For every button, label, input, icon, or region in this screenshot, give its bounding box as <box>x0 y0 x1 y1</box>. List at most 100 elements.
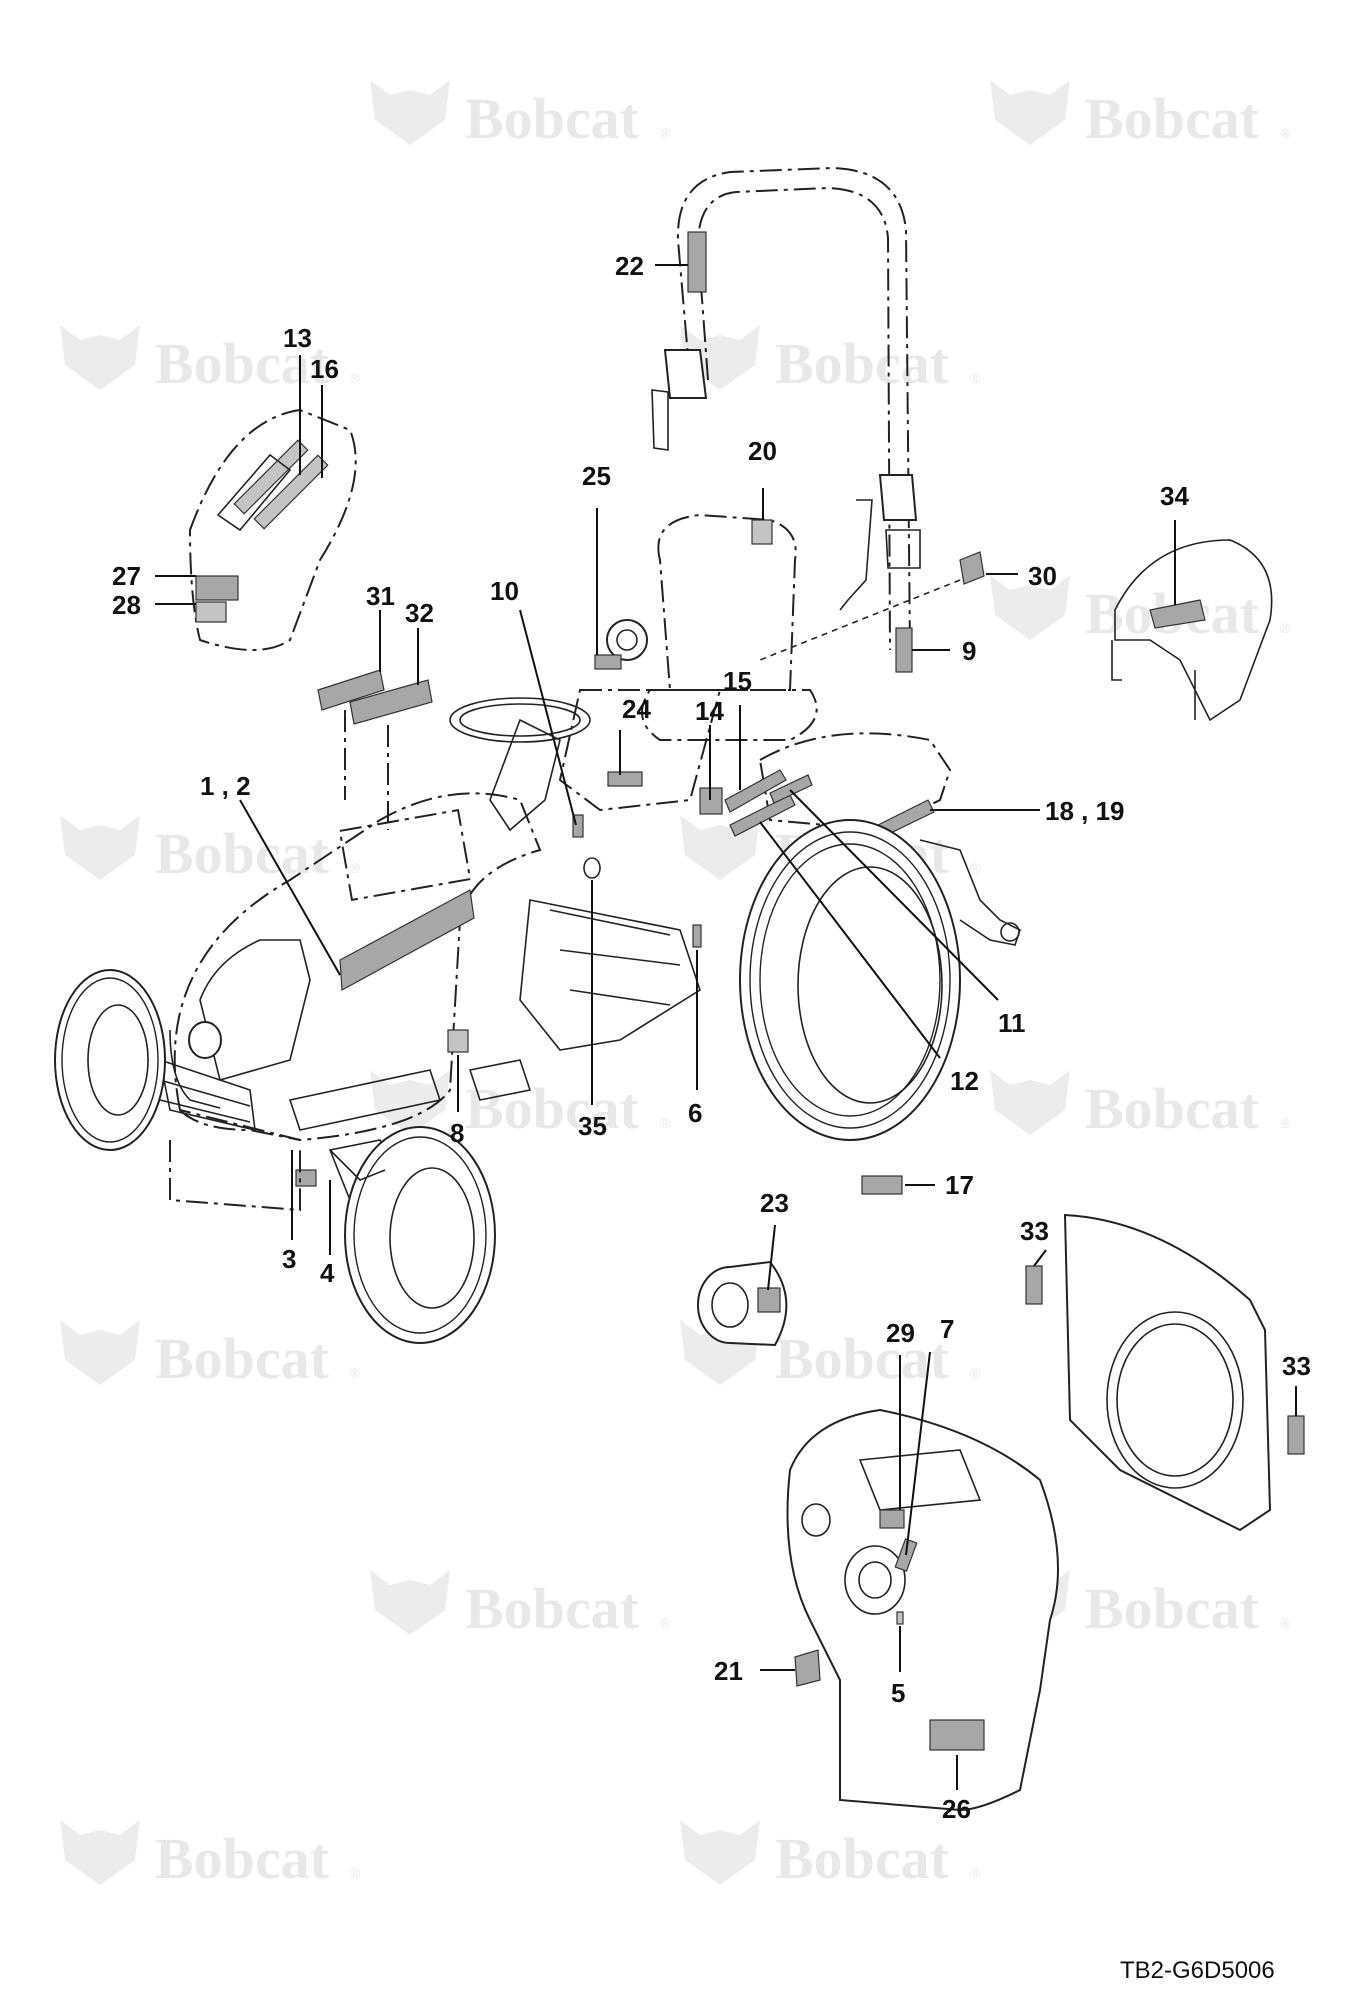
decal-33a <box>1025 1265 1043 1305</box>
tractor-body <box>158 792 542 1212</box>
callout-5: 5 <box>891 1678 905 1708</box>
rear-right-wheel <box>739 819 961 1141</box>
bobcat-logo-icon <box>680 1820 760 1885</box>
decal-1-2 <box>339 889 475 991</box>
watermark: Bobcat ® <box>370 1570 671 1641</box>
callout-15: 15 <box>723 666 752 696</box>
decal-29 <box>879 1509 905 1529</box>
watermark: Bobcat® <box>990 80 1291 151</box>
watermark: Bobcat® <box>60 1820 361 1891</box>
decal-23 <box>757 1287 781 1313</box>
decal-3 <box>295 1169 317 1187</box>
decal-26 <box>929 1719 985 1751</box>
bobcat-logo-icon <box>60 1320 140 1385</box>
rops-frame <box>651 166 921 673</box>
callout-24: 24 <box>622 694 651 724</box>
callout-28: 28 <box>112 590 141 620</box>
drawing-number: TB2-G6D5006 <box>1120 1957 1275 1984</box>
svg-text:Bobcat: Bobcat <box>1085 1576 1260 1641</box>
svg-text:®: ® <box>1280 620 1291 636</box>
svg-text:®: ® <box>1280 1615 1291 1631</box>
svg-text:Bobcat: Bobcat <box>155 1326 330 1391</box>
bobcat-logo-icon <box>990 80 1070 145</box>
callout-13: 13 <box>283 323 312 353</box>
decal-10 <box>572 814 584 838</box>
callout-12: 12 <box>950 1066 979 1096</box>
front-left-wheel <box>54 969 166 1151</box>
callout-26: 26 <box>942 1794 971 1824</box>
decal-13 <box>233 439 309 515</box>
svg-text:®: ® <box>350 860 361 876</box>
watermark: Bobcat® <box>990 1070 1291 1141</box>
decal-35 <box>583 857 601 879</box>
callout-labels: 1 , 2 3 4 5 6 7 8 9 10 11 12 13 14 15 16… <box>112 251 1311 1824</box>
decal-30 <box>959 551 985 585</box>
watermark: Bobcat ® <box>370 80 671 151</box>
svg-text:®: ® <box>1280 1115 1291 1131</box>
callout-11: 11 <box>998 1008 1026 1038</box>
callout-14: 14 <box>695 696 724 726</box>
callout-7: 7 <box>940 1314 954 1344</box>
callout-20: 20 <box>748 436 777 466</box>
callout-34: 34 <box>1160 481 1189 511</box>
decal-8 <box>447 1029 469 1053</box>
callout-33-frame-top: 33 <box>1020 1216 1049 1246</box>
svg-text:®: ® <box>350 1365 361 1381</box>
callout-21: 21 <box>714 1656 743 1686</box>
dash-cowl-detail <box>786 1408 1059 1812</box>
decal-15 <box>724 769 787 813</box>
watermark: Bobcat ® <box>370 1070 671 1141</box>
svg-text:Bobcat: Bobcat <box>465 86 640 151</box>
radiator-frame-detail <box>1025 1213 1305 1532</box>
control-panel-detail <box>188 408 357 651</box>
watermark: Bobcat® <box>680 1820 981 1891</box>
leader-lines <box>155 264 1297 1790</box>
seat-assembly <box>449 513 818 838</box>
decal-11 <box>769 774 813 804</box>
svg-text:Bobcat: Bobcat <box>775 1826 950 1891</box>
callout-23: 23 <box>760 1188 789 1218</box>
bobcat-logo-icon <box>60 815 140 880</box>
callout-4: 4 <box>320 1258 335 1288</box>
callout-29: 29 <box>886 1318 915 1348</box>
svg-text:®: ® <box>1280 125 1291 141</box>
watermark: Bobcat® <box>60 815 361 886</box>
svg-text:®: ® <box>660 125 671 141</box>
decal-31 <box>317 669 385 711</box>
decal-5 <box>896 1611 904 1625</box>
filter-detail <box>697 1260 788 1347</box>
svg-text:Bobcat: Bobcat <box>155 1826 330 1891</box>
callout-6: 6 <box>688 1098 702 1128</box>
hood-decals-detail <box>317 669 433 830</box>
decal-34 <box>1149 599 1206 629</box>
svg-text:®: ® <box>660 1115 671 1131</box>
callout-32: 32 <box>405 598 434 628</box>
bobcat-logo-icon <box>370 80 450 145</box>
bobcat-logo-icon <box>370 1070 450 1135</box>
callout-27: 27 <box>112 561 141 591</box>
svg-text:Bobcat: Bobcat <box>775 331 950 396</box>
callout-3: 3 <box>282 1244 296 1274</box>
decal-6 <box>692 924 702 948</box>
watermark: Bobcat® <box>60 325 361 396</box>
front-right-wheel <box>329 1126 496 1344</box>
decal-21 <box>794 1649 821 1687</box>
callout-9: 9 <box>962 636 976 666</box>
watermark: Bobcat® <box>680 1320 981 1391</box>
fender-shield-detail <box>1111 539 1273 722</box>
decal-33b <box>1287 1415 1305 1455</box>
callout-33-frame-right: 33 <box>1282 1351 1311 1381</box>
svg-text:®: ® <box>660 1615 671 1631</box>
bobcat-logo-icon <box>60 325 140 390</box>
bobcat-logo-icon <box>990 575 1070 640</box>
decal-25 <box>594 654 622 670</box>
decal-24 <box>607 771 643 787</box>
callout-31: 31 <box>366 581 395 611</box>
svg-text:®: ® <box>970 370 981 386</box>
svg-text:Bobcat: Bobcat <box>465 1076 640 1141</box>
decal-17 <box>861 1175 903 1195</box>
svg-text:®: ® <box>350 370 361 386</box>
svg-text:Bobcat: Bobcat <box>465 1576 640 1641</box>
callout-10: 10 <box>490 576 519 606</box>
bobcat-logo-icon <box>60 1820 140 1885</box>
